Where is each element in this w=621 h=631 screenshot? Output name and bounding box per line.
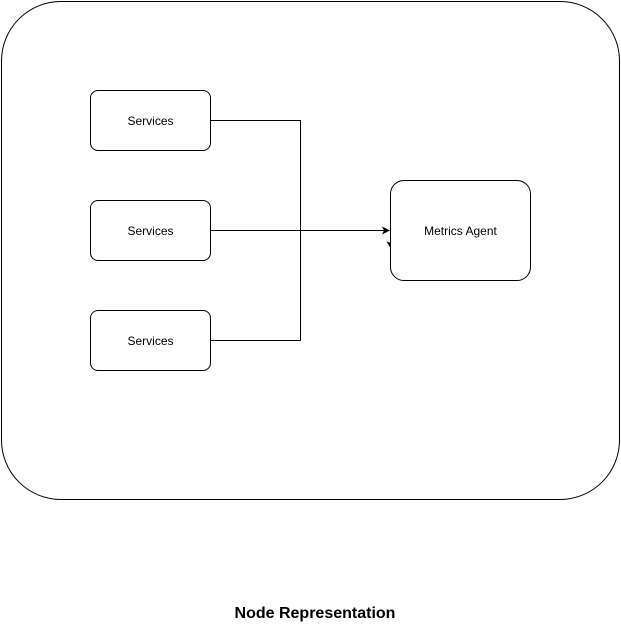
service-box[interactable]: Services xyxy=(90,200,211,261)
diagram-caption: Node Representation xyxy=(234,605,396,622)
service-label: Services xyxy=(127,333,174,348)
service-label: Services xyxy=(127,223,174,238)
service-box[interactable]: Services xyxy=(90,90,211,151)
service-box[interactable]: Services xyxy=(90,310,211,371)
service-label: Services xyxy=(127,113,174,128)
metrics-agent-box[interactable]: Metrics Agent xyxy=(390,180,531,281)
metrics-agent-label: Metrics Agent xyxy=(424,223,497,238)
